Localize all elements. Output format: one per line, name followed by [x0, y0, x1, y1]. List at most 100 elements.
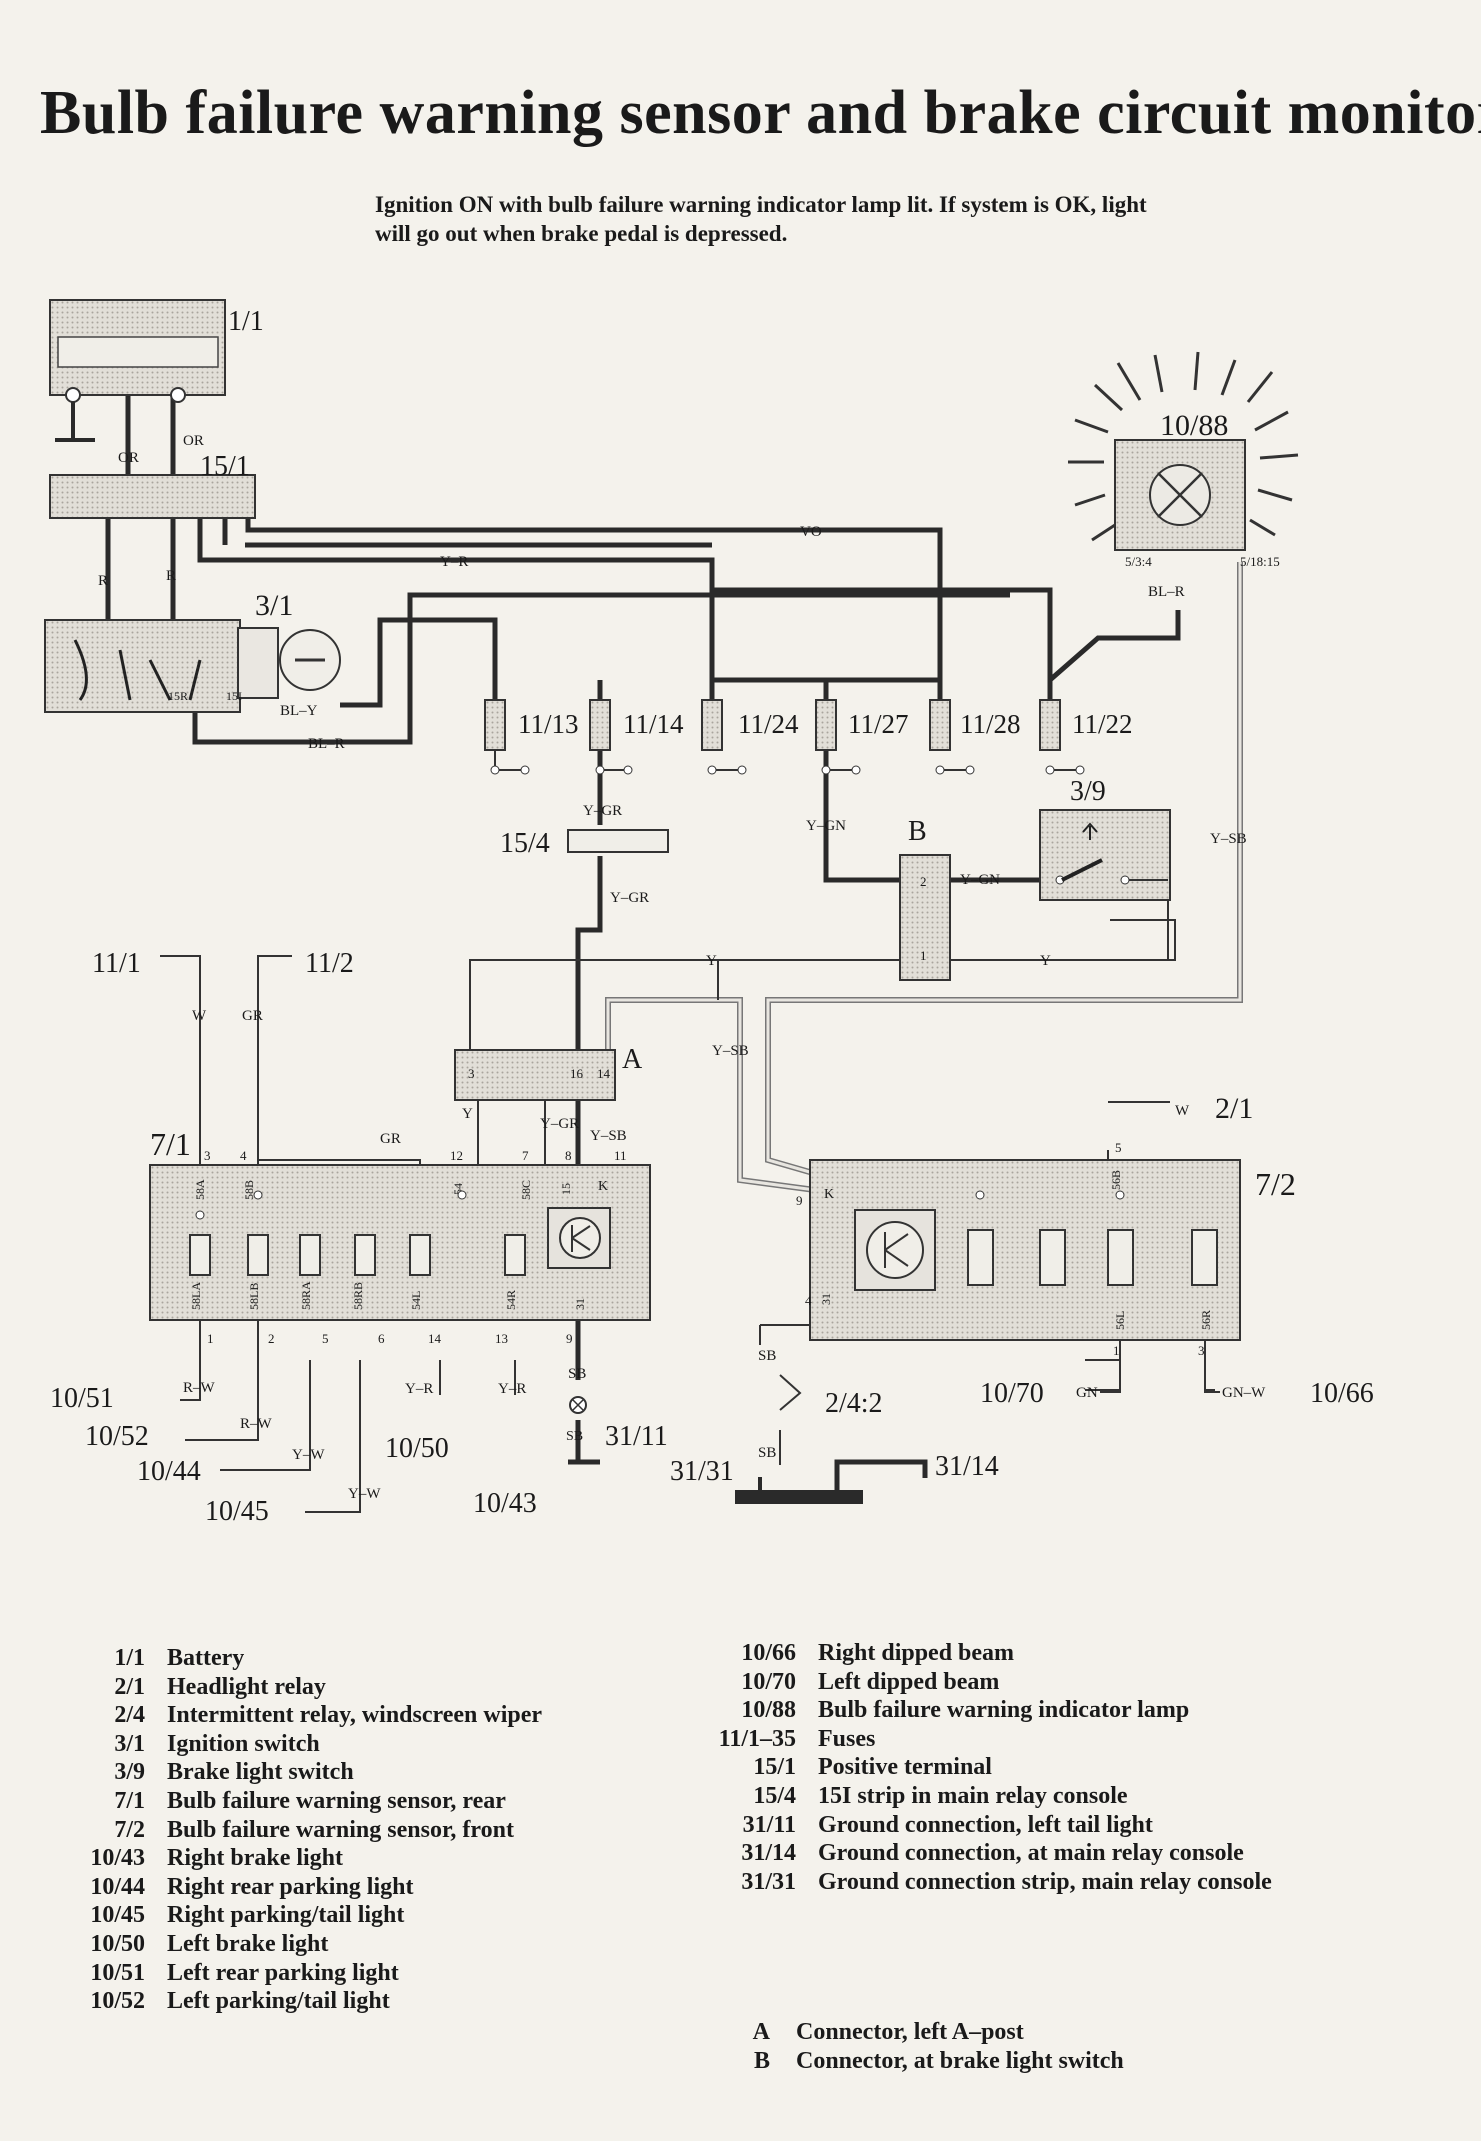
legend-code: 10/44 — [90, 1873, 145, 1900]
rear-pin-5: 5 — [322, 1331, 329, 1346]
wire-label-sb-c: SB — [758, 1348, 776, 1364]
legend-code: 10/70 — [741, 1668, 796, 1695]
rear-loads: 10/51 10/52 10/44 10/45 10/50 10/43 R–W … — [50, 1366, 668, 1527]
legend-description: Left brake light — [167, 1930, 329, 1957]
wire-label-r-2: R — [166, 568, 176, 584]
front-pin-9: 9 — [796, 1193, 803, 1208]
legend-description: 15I strip in main relay console — [818, 1782, 1128, 1809]
rear-pin-9: 9 — [566, 1331, 573, 1346]
legend-code: 10/52 — [90, 1988, 145, 2015]
legend-description: Positive terminal — [818, 1754, 992, 1781]
legend-code: 31/11 — [742, 1811, 796, 1838]
fuse-label: 11/14 — [623, 709, 684, 739]
legend-item: 10/52 Left parking/tail light — [55, 1987, 542, 2016]
fuse-11-14: 11/14 — [589, 699, 684, 775]
wire-label-vo: VO — [800, 524, 822, 540]
legend-code: 7/2 — [114, 1816, 145, 1843]
legend-description: Left parking/tail light — [167, 1988, 390, 2015]
connector-b: B 2 1 Y–GN Y–GN Y Y — [470, 816, 1169, 981]
legend-code: 2/4 — [114, 1702, 145, 1729]
front-loads: 10/70 GN GN–W 10/66 SB 2/4:2 SB 31/31 31… — [670, 1340, 1374, 1504]
wire-label-or-1: OR — [118, 450, 139, 466]
legend-code: 10/50 — [90, 1930, 145, 1957]
terminal-56r: 56R — [1199, 1310, 1213, 1330]
wire-label-bl-r-lamp: BL–R — [1148, 584, 1185, 600]
fuse-label: 11/24 — [738, 709, 799, 739]
terminal-58a: 58A — [193, 1179, 207, 1200]
fuse-11-2-label: 11/2 — [305, 948, 354, 979]
page-subtitle: Ignition ON with bulb failure warning in… — [375, 192, 1147, 246]
positive-terminal: 15/1 OR OR R R — [49, 433, 256, 589]
legend-item: B Connector, at brake light switch — [740, 2047, 1124, 2076]
legend-description: Connector, at brake light switch — [796, 2047, 1124, 2074]
rear-pin-13: 13 — [495, 1331, 508, 1346]
legend-item: 10/45 Right parking/tail light — [55, 1901, 542, 1930]
wire-label-r-1: R — [98, 573, 108, 589]
fuse-11-27: 11/27 — [815, 699, 909, 775]
terminal-15: 15 — [559, 1183, 573, 1195]
load-10-70: 10/70 — [980, 1378, 1044, 1409]
ground-31-31: 31/31 — [670, 1456, 734, 1487]
wire-label-y-a: Y — [706, 953, 717, 969]
terminal-56l: 56L — [1113, 1311, 1127, 1330]
legend-code: 15/4 — [753, 1782, 796, 1809]
battery: 1/1 — [49, 299, 264, 442]
load-10-52: 10/52 — [85, 1421, 149, 1452]
legend-code: 1/1 — [114, 1645, 145, 1671]
terminal-54r: 54R — [504, 1290, 518, 1310]
legend-code: 10/45 — [90, 1902, 145, 1929]
fuse-row: 11/13 11/14 11/24 11/27 11/28 — [484, 699, 1133, 775]
terminal-56b: 56B — [1109, 1170, 1123, 1190]
headlight-relay-label: 2/1 — [1215, 1092, 1253, 1125]
load-10-44: 10/44 — [137, 1456, 201, 1487]
wire-label-y-c: Y — [462, 1106, 473, 1122]
fuse-11-22: 11/22 — [1039, 699, 1133, 775]
fuse-11-24: 11/24 — [701, 699, 799, 775]
a-pin-3: 3 — [468, 1066, 475, 1081]
load-10-50: 10/50 — [385, 1433, 449, 1464]
ignition-switch-label: 3/1 — [255, 589, 293, 622]
wire-label-gr-top: GR — [242, 1008, 263, 1024]
legend-description: Right parking/tail light — [167, 1902, 405, 1929]
wire-label-or-2: OR — [183, 433, 204, 449]
legend-code: B — [753, 2047, 770, 2074]
fuse-11-13: 11/13 — [484, 699, 579, 775]
rear-pin-12: 12 — [450, 1148, 463, 1163]
legend-code: 10/51 — [90, 1959, 145, 1986]
wire-label-w-21: W — [1175, 1103, 1190, 1119]
wire-label-y-w-b: Y–W — [348, 1486, 381, 1502]
wire-label-y-gn-a: Y–GN — [806, 818, 846, 834]
brake-light-switch: 3/9 — [1039, 776, 1171, 901]
rear-pin-4: 4 — [240, 1148, 247, 1163]
legend-description: Battery — [167, 1645, 245, 1671]
wire-label-bl-r-left: BL–R — [308, 736, 345, 752]
wire-label-bl-y: BL–Y — [280, 703, 318, 719]
rear-pin-8: 8 — [565, 1148, 572, 1163]
wire-label-gr-mid: GR — [380, 1131, 401, 1147]
wire-label-gn-w: GN–W — [1222, 1385, 1266, 1401]
a-pin-14: 14 — [597, 1066, 611, 1081]
legend-code: 31/31 — [741, 1868, 796, 1895]
legend-code: 3/1 — [114, 1730, 145, 1757]
legend-description: Connector, left A–post — [796, 2019, 1024, 2045]
legend-description: Bulb failure warning indicator lamp — [818, 1697, 1190, 1724]
connector-a-label: A — [622, 1044, 643, 1075]
lamp-rays — [1068, 351, 1299, 542]
lamp-pin-a: 5/3:4 — [1125, 554, 1152, 569]
legend-description: Fuses — [818, 1725, 876, 1752]
b-pin-1: 1 — [920, 948, 927, 963]
wire-label-y-r-a: Y–R — [405, 1381, 433, 1397]
legend-description: Bulb failure warning sensor, front — [167, 1816, 514, 1843]
wires — [105, 395, 1181, 1465]
wire-label-y-gr-c: Y–GR — [540, 1116, 579, 1132]
wire-label-y-r-top: Y–R — [440, 554, 468, 570]
legend-code: 2/1 — [114, 1673, 145, 1700]
terminal-15r: 15R — [168, 689, 188, 703]
legend-item: 1/1 Battery — [55, 1644, 542, 1673]
